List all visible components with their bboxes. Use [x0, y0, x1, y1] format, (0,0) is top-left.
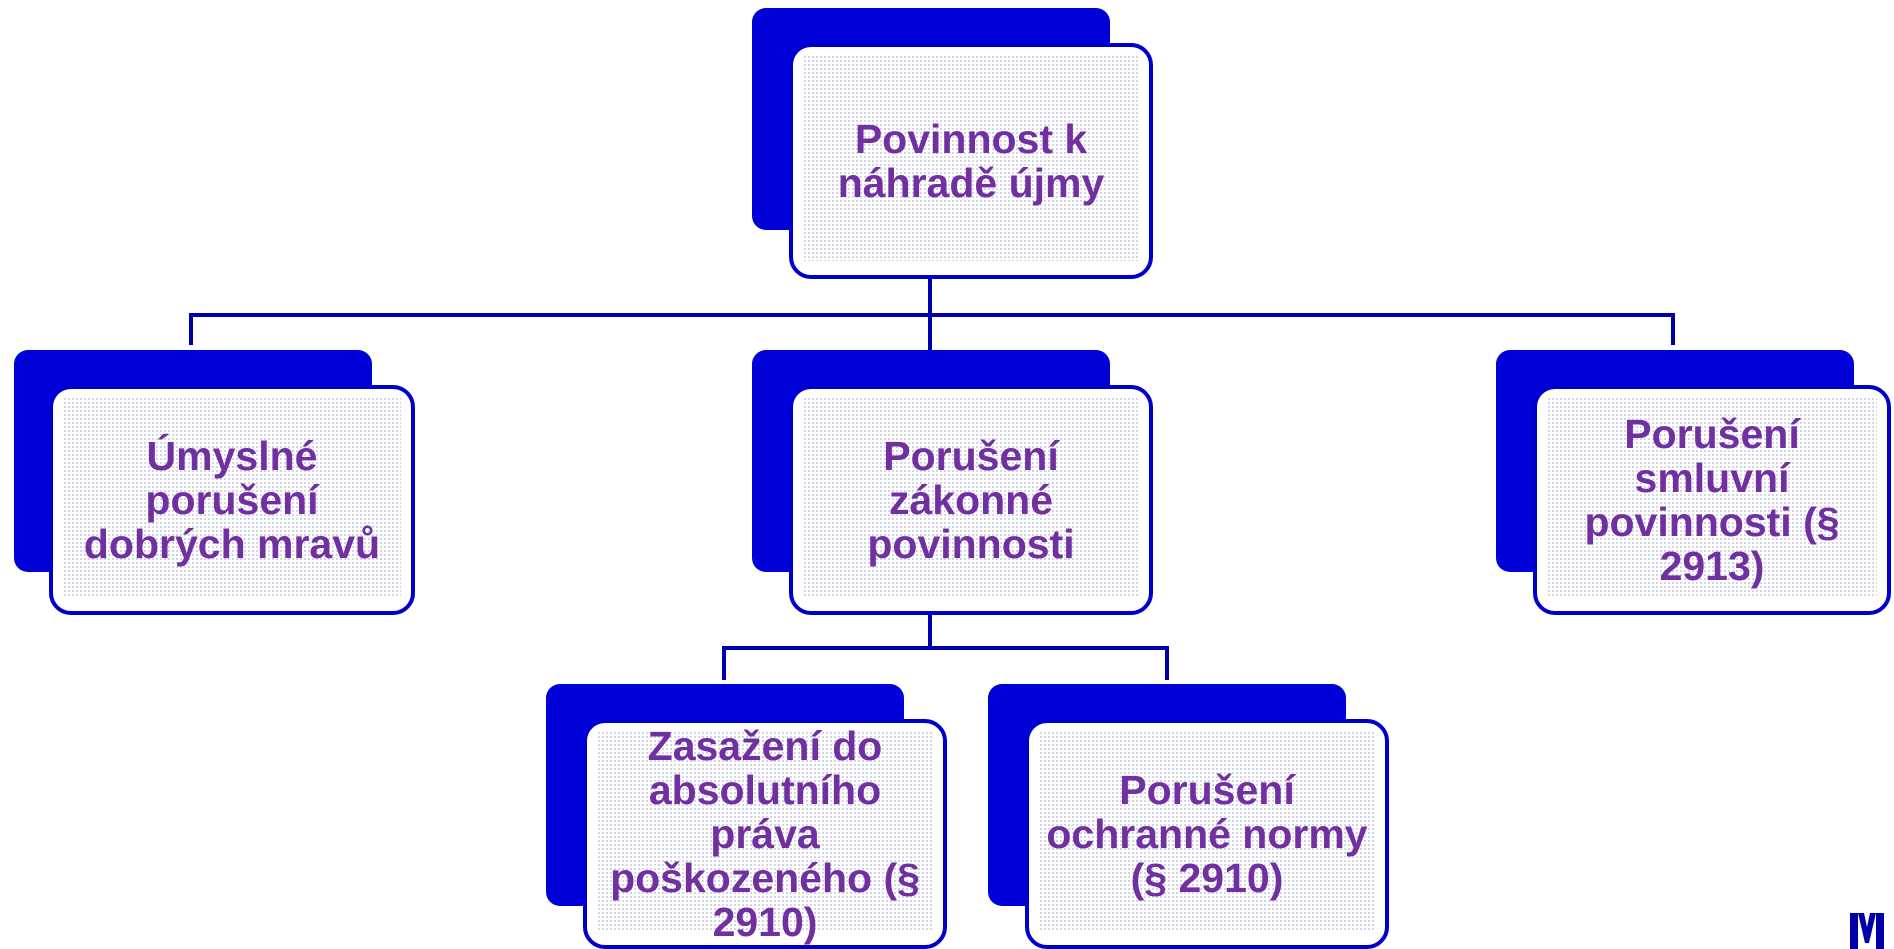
node-zakonne-label: Porušení zákonné povinnosti [867, 433, 1075, 567]
node-smluvni-pattern [1547, 397, 1877, 597]
node-smluvni-label: Porušení smluvní povinnosti (§ 2913) [1584, 411, 1840, 589]
node-ochranne-pattern [1039, 731, 1375, 931]
node-root-box: Povinnost k náhradě újmy [789, 43, 1153, 279]
node-ochranne-box: Porušení ochranné normy (§ 2910) [1025, 719, 1389, 949]
node-umyslne-box: Úmyslné porušení dobrých mravů [49, 385, 415, 615]
m-logo-glyph [1850, 913, 1884, 949]
node-root-label: Povinnost k náhradě újmy [837, 116, 1105, 206]
m-logo-icon [1850, 913, 1884, 949]
node-zakonne-pattern [803, 397, 1139, 597]
node-zasazeni-pattern [597, 731, 933, 931]
node-zasazeni-label: Zasažení do absolutního práva poškozenéh… [610, 723, 920, 945]
node-ochranne-label: Porušení ochranné normy (§ 2910) [1046, 767, 1368, 901]
node-zasazeni-box: Zasažení do absolutního práva poškozenéh… [583, 719, 947, 949]
node-umyslne-pattern [63, 397, 401, 597]
node-zakonne-box: Porušení zákonné povinnosti [789, 385, 1153, 615]
node-umyslne-label: Úmyslné porušení dobrých mravů [83, 433, 381, 567]
node-root-pattern [803, 55, 1139, 261]
node-smluvni-box: Porušení smluvní povinnosti (§ 2913) [1533, 385, 1891, 615]
